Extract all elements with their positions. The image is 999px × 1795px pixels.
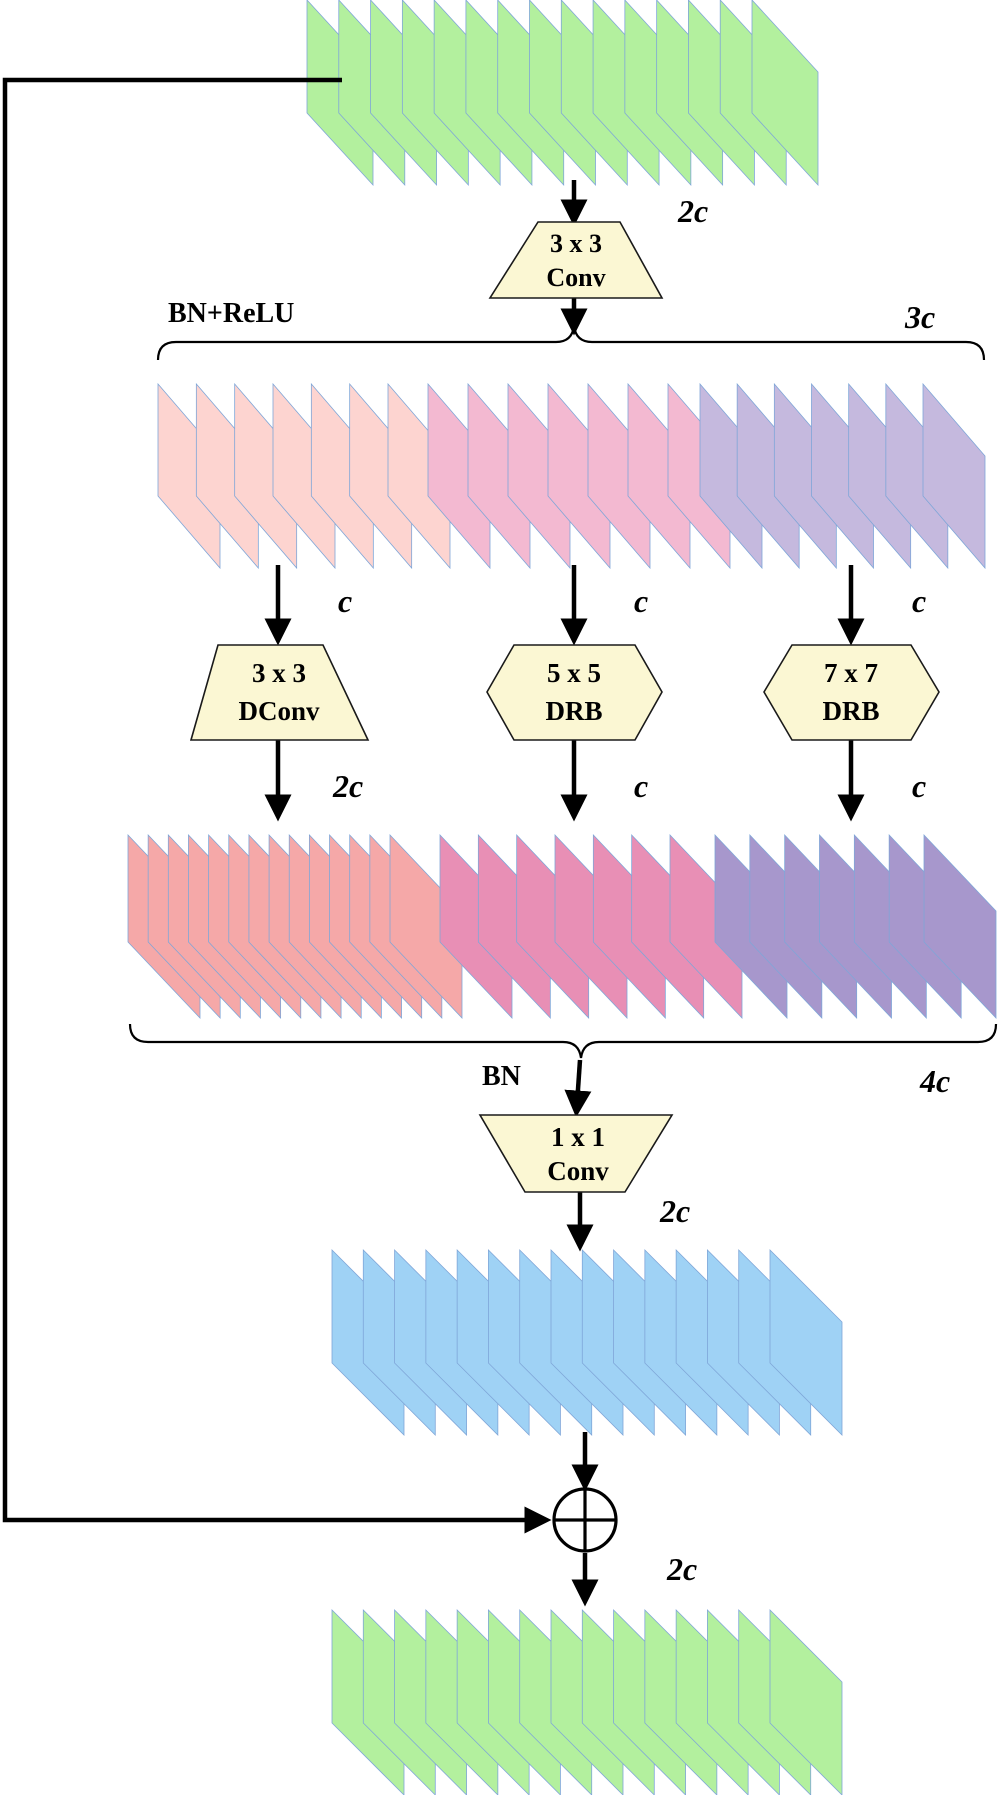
conv3x3-line2: Conv <box>546 263 605 292</box>
arrow-brace-to-conv1 <box>564 1059 592 1118</box>
conv1x1-line2: Conv <box>547 1156 609 1186</box>
channel-label-input: 2c <box>677 193 708 229</box>
feature-map <box>923 833 997 1020</box>
conv3x3-block: 3 x 3 Conv <box>488 221 664 299</box>
conv1x1-line1: 1 x 1 <box>551 1122 605 1152</box>
split-brace <box>156 325 986 361</box>
drb7-line2: DRB <box>822 696 879 726</box>
conv1x1-output-feature-maps <box>331 1249 843 1436</box>
output-feature-maps <box>331 1609 843 1795</box>
drb5-line1: 5 x 5 <box>547 658 601 688</box>
feature-map <box>389 833 463 1020</box>
channel-label-out-a: 2c <box>332 768 363 804</box>
feature-map <box>922 382 986 570</box>
feature-map <box>769 1609 843 1795</box>
channel-label-split-a: c <box>338 583 352 619</box>
concat-brace <box>128 1023 998 1059</box>
split-feature-maps-group-c <box>699 382 986 570</box>
bn-relu-label: BN+ReLU <box>168 298 294 329</box>
channel-label-out-c: c <box>912 768 926 804</box>
drb5x5-block: 5 x 5 DRB <box>486 644 663 741</box>
dconv-output-feature-maps <box>127 833 463 1020</box>
channel-label-split-b: c <box>634 583 648 619</box>
channel-label-concat: 4c <box>919 1063 950 1099</box>
feature-map <box>769 1249 843 1436</box>
channel-label-split-c: c <box>912 583 926 619</box>
dconv-line2: DConv <box>238 696 320 726</box>
channel-label-split: 3c <box>904 299 935 335</box>
input-feature-maps <box>306 0 819 187</box>
conv3x3-line1: 3 x 3 <box>550 229 602 258</box>
feature-map <box>751 0 819 187</box>
dconv3x3-block: 3 x 3 DConv <box>189 644 370 741</box>
dconv-line1: 3 x 3 <box>252 658 306 688</box>
drb7-line1: 7 x 7 <box>824 658 878 688</box>
skip-connection-line <box>2 77 552 1534</box>
drb7-output-feature-maps <box>714 833 997 1020</box>
channel-label-conv-out: 2c <box>659 1193 690 1229</box>
add-operator <box>552 1487 618 1553</box>
split-feature-maps-group-b <box>427 382 731 570</box>
channel-label-output: 2c <box>666 1551 697 1587</box>
split-feature-maps-group-a <box>157 382 451 570</box>
conv1x1-block: 1 x 1 Conv <box>478 1114 674 1193</box>
drb7x7-block: 7 x 7 DRB <box>763 644 940 741</box>
drb5-output-feature-maps <box>439 833 743 1020</box>
drb5-line2: DRB <box>545 696 602 726</box>
channel-label-out-b: c <box>634 768 648 804</box>
bn-label: BN <box>482 1061 521 1092</box>
